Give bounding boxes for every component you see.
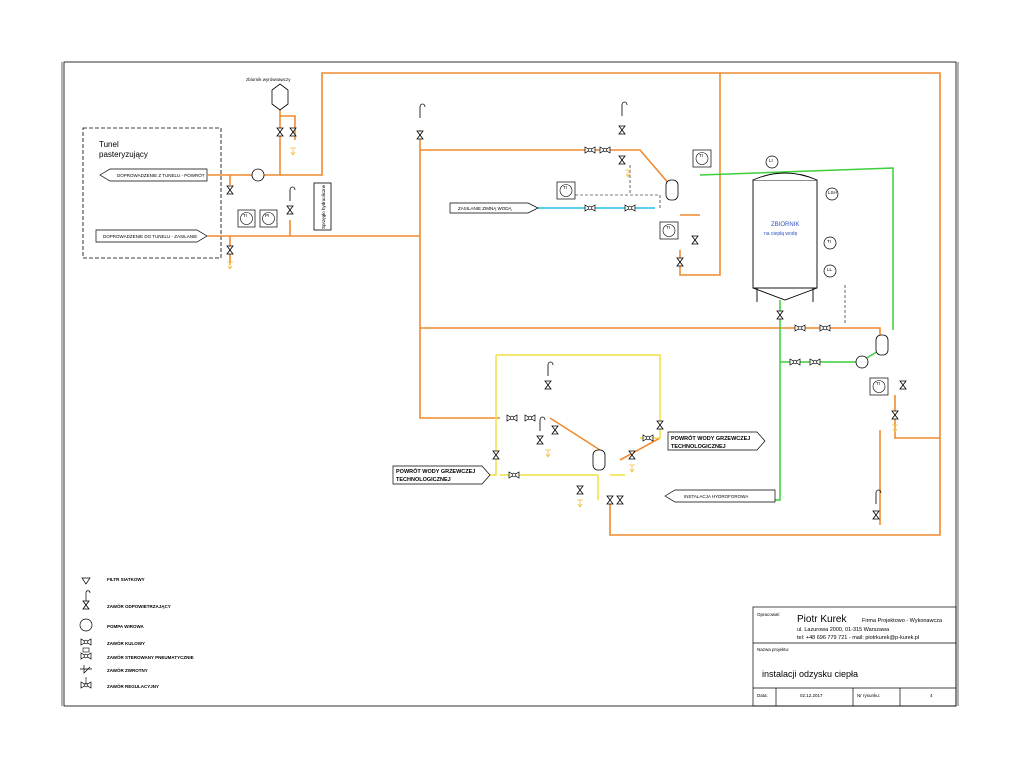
ball-valve-icon [80, 638, 92, 646]
author-label: Opracował: [757, 612, 780, 617]
instrument-ti-mid: TI [659, 221, 679, 240]
heat-exchanger-right [875, 334, 889, 356]
tunnel-title-1: Tunel [99, 140, 119, 149]
return-water-left-arrow [392, 465, 491, 485]
legend-control-valve: ZAWÓR REGULACYJNY [107, 682, 159, 689]
author-name: Piotr Kurek [797, 614, 847, 625]
pump-right [855, 355, 869, 369]
return-water-right-arrow [667, 431, 766, 451]
legend-ball-valve: ZAWÓR KULOWY [107, 639, 145, 646]
hydraulic-coupling [313, 182, 332, 231]
tunnel-out-label: DOPROWADZENIE Z TUNELU - POWRÓT [117, 172, 205, 178]
drawing-number: 4 [930, 693, 933, 698]
instrument-ll: LL [823, 264, 837, 278]
expansion-vessel-label: zbiornik wyrównawczy [246, 77, 291, 82]
instrument-li: LI [765, 155, 779, 169]
date-label: Data: [757, 693, 768, 698]
svg-text:PI: PI [265, 213, 269, 218]
svg-text:TI: TI [243, 213, 247, 218]
cold-water-arrow [449, 202, 539, 214]
return-water-right-label-1: POWRÓT WODY GRZEWCZEJ [671, 434, 750, 442]
instrument-ti-top-right: TI [692, 149, 712, 168]
sheet-border [63, 61, 957, 707]
svg-text:LI: LI [769, 158, 773, 163]
svg-text:TI: TI [666, 225, 670, 230]
legend-drain-valve: ZAWÓR ODPOWIETRZAJĄCY [107, 602, 171, 609]
svg-text:LSH: LSH [828, 190, 837, 195]
pneumatic-valve-icon [80, 647, 92, 660]
project-label: Nazwa projektu: [757, 647, 789, 652]
tunnel-in-arrow [95, 229, 208, 243]
instrument-ti-tunnel: TI [237, 209, 256, 228]
pump-icon [79, 618, 93, 632]
heat-exchanger-bottom [592, 449, 606, 471]
control-valve-icon [80, 677, 92, 689]
hydrophore-label: INSTALACJA HYDROFOROWA [684, 494, 748, 499]
tank-label-1: ZBIORNIK [771, 222, 799, 228]
tunnel-box [82, 127, 222, 259]
instrument-ti-cyan: TI [556, 181, 576, 200]
svg-text:TI: TI [699, 153, 703, 158]
instrument-pi-tunnel: PI [259, 209, 278, 228]
legend-pneumatic-valve: ZAWÓR STEROWANY PNEUMATYCZNIE [107, 653, 194, 660]
svg-text:TI: TI [563, 185, 567, 190]
contact: tel: +48 696 779 721 - mail: piotrkurek@… [797, 635, 919, 641]
hydrophore-arrow [664, 489, 776, 503]
svg-text:TI: TI [827, 239, 831, 244]
company: Firma Projektowo - Wykonawcza [862, 618, 943, 624]
heat-exchanger-top [665, 179, 679, 201]
legend: FILTR SIATKOWY ZAWÓR ODPOWIETRZAJĄCY POM… [79, 577, 194, 689]
title-block [752, 606, 957, 707]
drawing-label: Nr rysunku: [857, 693, 880, 698]
filter-icon [81, 577, 91, 585]
project-name: instalacji odzysku ciepła [762, 669, 858, 679]
tunnel-in-label: DOPROWADZENIE DO TUNELU - ZASILANIE [103, 234, 197, 239]
legend-check-valve: ZAWÓR ZWROTNY [107, 666, 148, 673]
expansion-vessel [271, 83, 289, 111]
address: ul. Lazurowa 2000, 01-315 Warszawa [797, 627, 890, 633]
check-valve-icon [80, 665, 92, 674]
svg-text:LL: LL [827, 267, 833, 272]
tank-label-2: na ciepłą wodę [764, 231, 798, 237]
pump-tunnel [251, 168, 265, 182]
return-water-left-label-1: POWRÓT WODY GRZEWCZEJ [396, 467, 475, 475]
instrument-ti-right: TI [869, 377, 889, 396]
date-value: 02.12.2017 [800, 693, 823, 698]
return-water-left-label-2: TECHNOLOGICZNEJ [396, 477, 451, 483]
yellow-pipes [490, 354, 661, 500]
hot-water-pipes [207, 72, 941, 536]
hydraulic-coupling-label: Sprzęgło hydrauliczne [321, 184, 326, 229]
instrument-ti-tank: TI [823, 236, 837, 250]
svg-text:TI: TI [876, 381, 880, 386]
hot-water-tank: ZBIORNIK na ciepłą wodę [752, 172, 818, 302]
return-water-right-label-2: TECHNOLOGICZNEJ [671, 444, 726, 450]
instrument-lsh: LSH [825, 187, 839, 201]
legend-pump: POMPA WIROWA [107, 624, 144, 629]
legend-filter: FILTR SIATKOWY [107, 577, 145, 582]
cold-water-label: ZASILANIE ZIMNĄ WODĄ [458, 206, 513, 211]
drain-valve-icon [82, 590, 91, 610]
valve-symbols [226, 101, 907, 520]
tunnel-title-2: pasteryzujący [99, 150, 148, 159]
